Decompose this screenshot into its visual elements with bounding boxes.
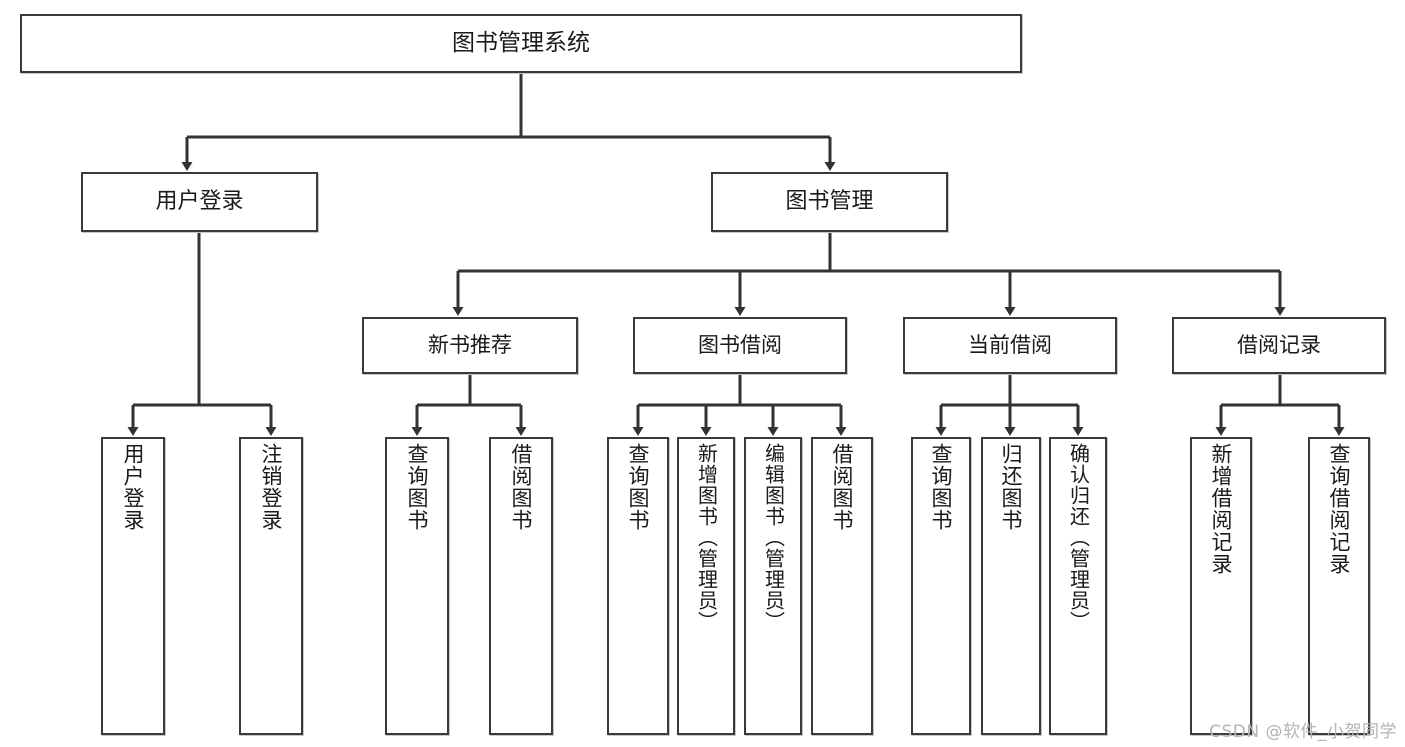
node-leaf-newbook-borrow-label: 借阅图书 xyxy=(509,443,534,531)
node-leaf-borrow-book[interactable]: 借阅图书 xyxy=(811,437,873,735)
node-leaf-borrow-query[interactable]: 查询图书 xyxy=(607,437,669,735)
node-leaf-logout[interactable]: 注销登录 xyxy=(239,437,303,735)
node-leaf-return-book-label: 归还图书 xyxy=(999,443,1024,531)
node-user-login-label: 用户登录 xyxy=(155,189,244,215)
node-leaf-newbook-query[interactable]: 查询图书 xyxy=(385,437,449,735)
node-leaf-add-book[interactable]: 新增图书（管理员） xyxy=(677,437,735,735)
node-current-borrow-label: 当前借阅 xyxy=(968,333,1052,358)
node-leaf-current-query[interactable]: 查询图书 xyxy=(911,437,971,735)
node-borrow-record-label: 借阅记录 xyxy=(1237,333,1321,358)
node-leaf-borrow-book-label: 借阅图书 xyxy=(830,443,855,531)
node-leaf-user-login[interactable]: 用户登录 xyxy=(101,437,165,735)
node-leaf-borrow-query-label: 查询图书 xyxy=(626,443,651,531)
node-leaf-return-book[interactable]: 归还图书 xyxy=(981,437,1041,735)
node-leaf-confirm-return[interactable]: 确认归还（管理员） xyxy=(1049,437,1107,735)
node-leaf-query-record[interactable]: 查询借阅记录 xyxy=(1308,437,1370,735)
node-leaf-add-record[interactable]: 新增借阅记录 xyxy=(1190,437,1252,735)
node-user-login[interactable]: 用户登录 xyxy=(81,172,318,232)
node-new-book-recommend-label: 新书推荐 xyxy=(428,333,512,358)
node-leaf-user-login-label: 用户登录 xyxy=(121,443,146,531)
node-leaf-newbook-query-label: 查询图书 xyxy=(405,443,430,531)
node-current-borrow[interactable]: 当前借阅 xyxy=(903,317,1117,374)
node-leaf-add-book-label: 新增图书（管理员） xyxy=(694,443,719,632)
node-new-book-recommend[interactable]: 新书推荐 xyxy=(362,317,578,374)
node-leaf-confirm-return-label: 确认归还（管理员） xyxy=(1066,443,1091,632)
node-root-label: 图书管理系统 xyxy=(452,30,590,57)
node-book-borrow-label: 图书借阅 xyxy=(698,333,782,358)
node-leaf-current-query-label: 查询图书 xyxy=(929,443,954,531)
node-leaf-add-record-label: 新增借阅记录 xyxy=(1209,443,1234,575)
csdn-watermark: CSDN @软件_小贺同学 xyxy=(1209,722,1397,742)
node-book-management-label: 图书管理 xyxy=(785,189,874,215)
node-leaf-edit-book-label: 编辑图书（管理员） xyxy=(761,443,786,632)
node-leaf-edit-book[interactable]: 编辑图书（管理员） xyxy=(744,437,802,735)
node-book-management[interactable]: 图书管理 xyxy=(711,172,948,232)
node-book-borrow[interactable]: 图书借阅 xyxy=(633,317,847,374)
node-leaf-query-record-label: 查询借阅记录 xyxy=(1327,443,1352,575)
node-leaf-newbook-borrow[interactable]: 借阅图书 xyxy=(489,437,553,735)
node-leaf-logout-label: 注销登录 xyxy=(259,443,284,531)
node-borrow-record[interactable]: 借阅记录 xyxy=(1172,317,1386,374)
node-root[interactable]: 图书管理系统 xyxy=(20,14,1022,73)
